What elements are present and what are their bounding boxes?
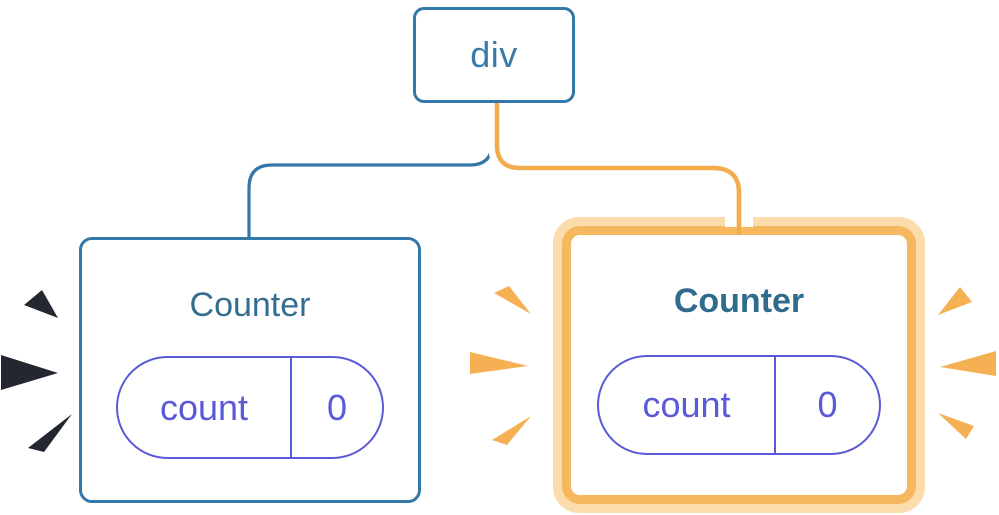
state-pill: count 0 [597, 355, 881, 455]
state-value-cell: 0 [292, 358, 382, 457]
state-value: 0 [326, 386, 348, 428]
root-node: div [413, 7, 575, 103]
spark-icon [494, 286, 531, 314]
state-key-label: count [159, 386, 249, 428]
state-key-cell: count [599, 357, 776, 453]
state-key-cell: count [118, 358, 292, 457]
state-key-label: count [642, 384, 731, 425]
root-node-label: div [470, 34, 518, 75]
tree-edge-right-casing [488, 101, 748, 227]
tree-edge-right [494, 101, 742, 235]
counter-card-right: Counter count 0 [562, 226, 916, 504]
spark-icon [938, 287, 972, 315]
counter-card-left: Counter count 0 [79, 237, 421, 503]
spark-icon [24, 290, 58, 318]
spark-icon [1, 355, 58, 390]
state-value: 0 [817, 384, 838, 425]
spark-icon [940, 351, 996, 376]
spark-icon [470, 352, 528, 374]
card-title: Counter [189, 286, 311, 324]
tree-edge-left [247, 103, 494, 238]
state-value-cell: 0 [776, 357, 879, 453]
spark-icon [492, 416, 531, 445]
spark-icon [938, 413, 974, 439]
spark-icon [28, 414, 72, 452]
card-title: Counter [673, 282, 805, 320]
counter-card-highlight-halo: Counter count 0 [553, 217, 925, 513]
state-pill: count 0 [116, 356, 384, 459]
